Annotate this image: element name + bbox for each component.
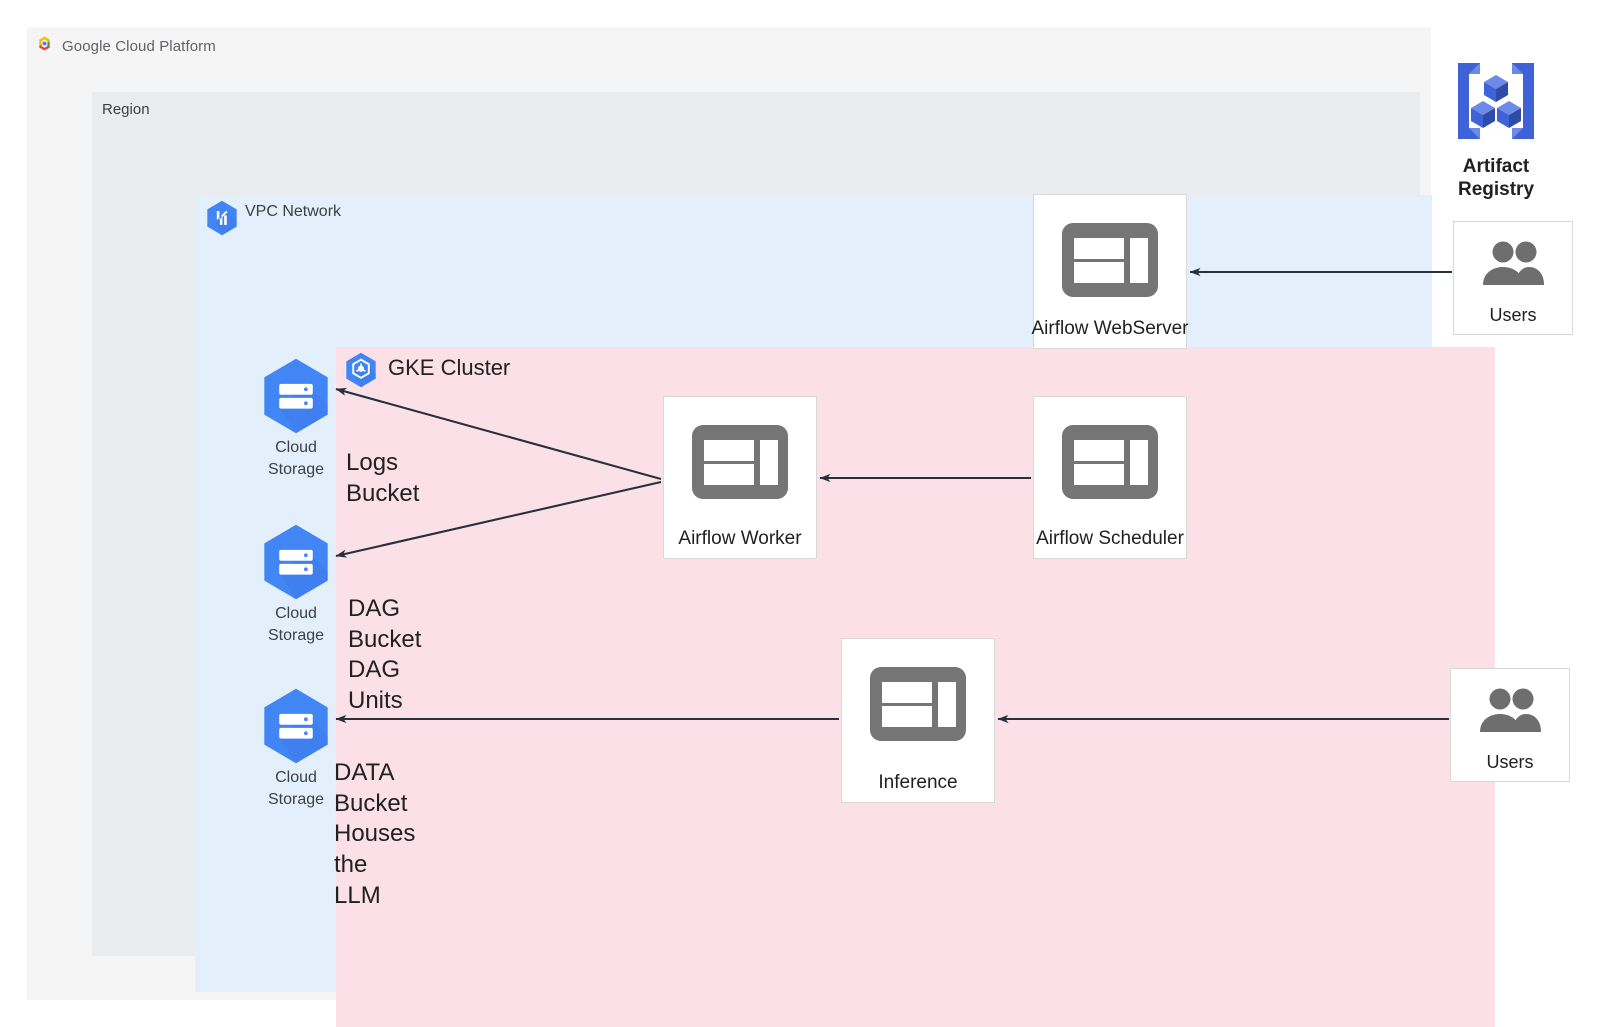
artifact-registry-icon bbox=[1450, 63, 1542, 149]
users-top-label: Users bbox=[1489, 305, 1537, 325]
airflow-worker-node[interactable]: Airflow Worker bbox=[663, 396, 817, 559]
gcp-branding: Google Cloud Platform bbox=[35, 34, 216, 58]
web-layout-icon bbox=[690, 423, 790, 506]
airflow-webserver-label: Airflow WebServer bbox=[1031, 318, 1189, 339]
users-group-icon bbox=[1478, 240, 1548, 293]
airflow-worker-label: Airflow Worker bbox=[678, 528, 802, 549]
airflow-scheduler-label: Airflow Scheduler bbox=[1036, 528, 1184, 549]
vpc-network-icon bbox=[203, 199, 241, 237]
data-bucket-caption: Cloud Storage bbox=[267, 769, 325, 809]
web-layout-icon bbox=[1060, 423, 1160, 506]
gcp-wordmark: Google Cloud Platform bbox=[62, 37, 216, 55]
users-bottom-label: Users bbox=[1486, 752, 1534, 772]
web-layout-icon bbox=[868, 665, 968, 748]
users-bottom-node[interactable]: Users bbox=[1450, 668, 1570, 782]
region-label: Region bbox=[102, 101, 150, 118]
inference-node[interactable]: Inference bbox=[841, 638, 995, 803]
vpc-network-label: VPC Network bbox=[245, 203, 342, 220]
cloud-storage-icon bbox=[258, 521, 334, 603]
users-top-node[interactable]: Users bbox=[1453, 221, 1573, 335]
cloud-storage-icon bbox=[258, 685, 334, 767]
artifact-registry-node[interactable]: Artifact Registry bbox=[1441, 57, 1551, 202]
data-bucket-note: DATA Bucket Houses the LLM bbox=[334, 759, 416, 909]
logs-bucket-caption: Cloud Storage bbox=[267, 439, 325, 479]
gke-cluster-icon bbox=[342, 351, 380, 389]
gke-cluster-label: GKE Cluster bbox=[388, 355, 511, 380]
dag-bucket-note: DAG Bucket DAG Units bbox=[348, 595, 422, 715]
users-group-icon bbox=[1475, 687, 1545, 740]
web-layout-icon bbox=[1060, 221, 1160, 304]
dag-bucket-caption: Cloud Storage bbox=[267, 605, 325, 645]
inference-label: Inference bbox=[878, 772, 958, 793]
logs-bucket-note: Logs Bucket bbox=[346, 449, 420, 507]
airflow-webserver-node[interactable]: Airflow WebServer bbox=[1031, 194, 1189, 349]
cloud-storage-icon bbox=[258, 355, 334, 437]
google-cloud-logo-icon bbox=[35, 34, 54, 58]
artifact-registry-label: Artifact Registry bbox=[1457, 156, 1535, 200]
airflow-scheduler-node[interactable]: Airflow Scheduler bbox=[1033, 396, 1187, 559]
